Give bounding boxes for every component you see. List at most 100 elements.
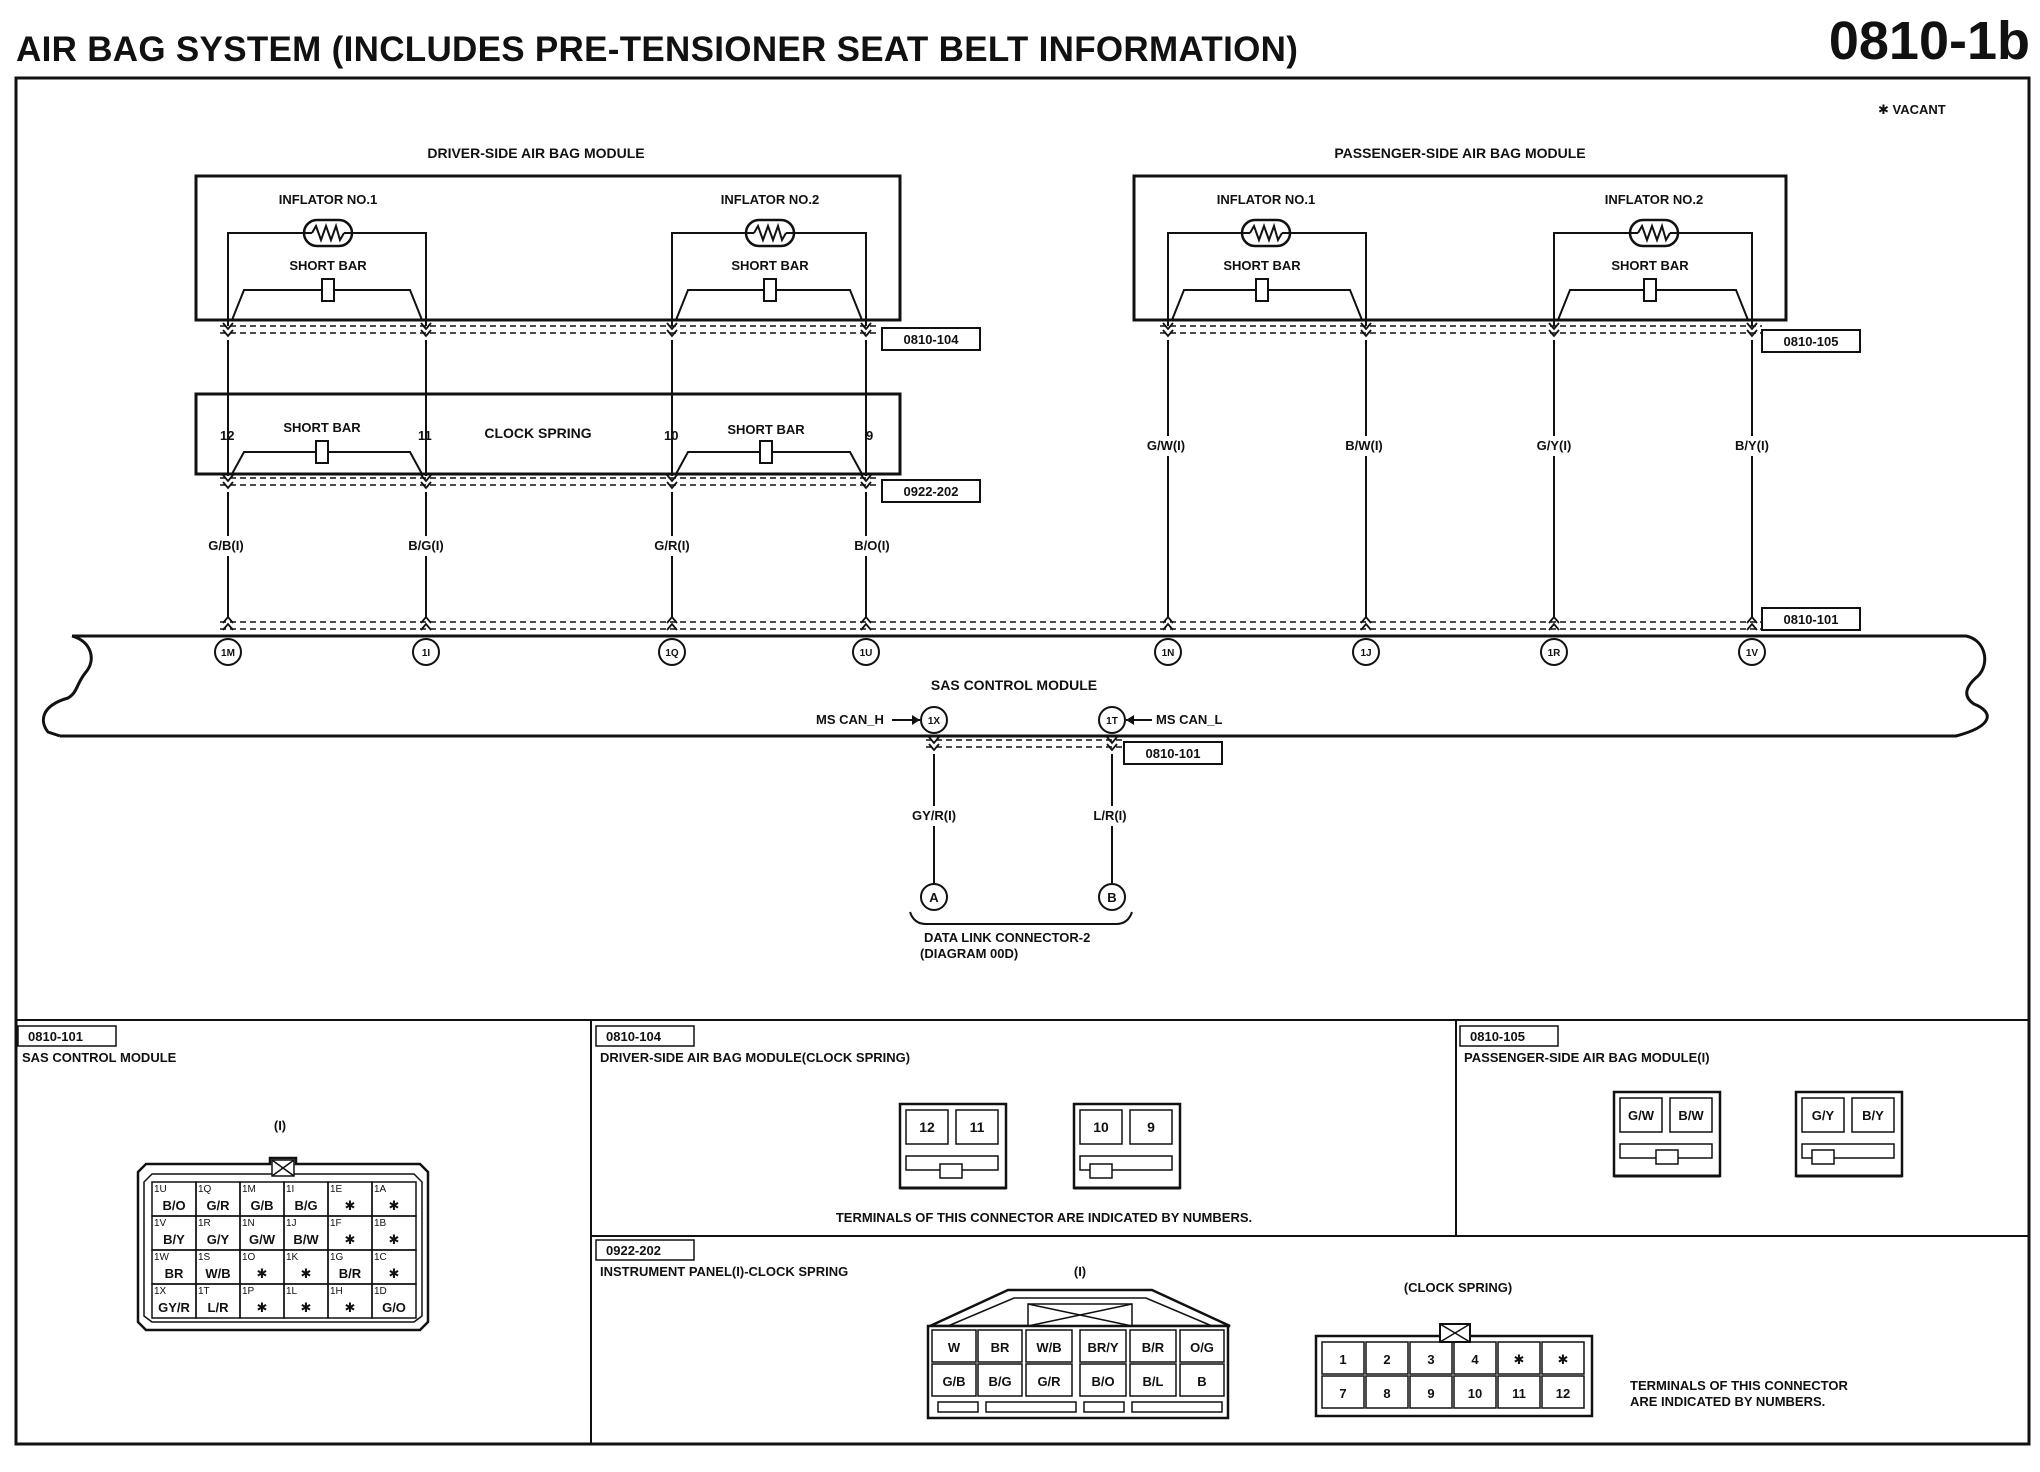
sas-cavity-wire: ✱	[345, 1232, 356, 1247]
passenger-inflator1-label: INFLATOR NO.1	[1217, 192, 1315, 207]
driver-module-title: DRIVER-SIDE AIR BAG MODULE	[427, 145, 644, 161]
cs-cavity	[1497, 1341, 1541, 1375]
sas-cavity-wire: ✱	[301, 1266, 312, 1281]
panel-202-note2: ARE INDICATED BY NUMBERS.	[1630, 1394, 1825, 1409]
sas-pin-1n: 1N	[1162, 648, 1175, 659]
driver-module-box	[194, 174, 902, 322]
dlc-subtitle: (DIAGRAM 00D)	[920, 946, 1018, 961]
cs-cavity-number: 12	[1556, 1386, 1570, 1401]
driver-shortbar1-label: SHORT BAR	[289, 258, 367, 273]
passenger-inflator1-resistor-icon	[1240, 218, 1292, 248]
cs-cavity-number: 10	[1468, 1386, 1482, 1401]
passenger-module-box	[1132, 174, 1788, 322]
cs-cavity	[1365, 1341, 1409, 1375]
cs-cavity	[1541, 1375, 1585, 1409]
cs-cavity	[1409, 1375, 1453, 1409]
sas-cavity-number: 1V	[154, 1218, 167, 1229]
ip-cavity-wire: B	[1197, 1374, 1206, 1389]
cs-cavity-number: 4	[1471, 1352, 1479, 1367]
sas-cavity-wire: BR	[165, 1266, 184, 1281]
sas-pin-1r: 1R	[1548, 648, 1562, 659]
cs-cavity-number: 9	[1427, 1386, 1434, 1401]
driver-shortbar1-icon	[317, 278, 343, 302]
panel-101-title: SAS CONTROL MODULE	[22, 1050, 177, 1065]
clock-spring-shortbar2-label: SHORT BAR	[727, 422, 805, 437]
ip-cavity	[931, 1329, 977, 1363]
cs-cavity	[1541, 1341, 1585, 1375]
ip-cavity-wire: BR	[991, 1340, 1010, 1355]
cs-cavity	[1321, 1375, 1365, 1409]
panel-202-side-cs: (CLOCK SPRING)	[1404, 1280, 1512, 1295]
sas-module-title: SAS CONTROL MODULE	[931, 677, 1097, 693]
dlc-title: DATA LINK CONNECTOR-2	[924, 930, 1090, 945]
sas-cavity-wire: ✱	[345, 1300, 356, 1315]
can-l-pin: 1T	[1106, 716, 1118, 727]
sas-cavity-wire: L/R	[208, 1300, 230, 1315]
panel-104-title: DRIVER-SIDE AIR BAG MODULE(CLOCK SPRING)	[600, 1050, 910, 1065]
cs-cavity	[1453, 1341, 1497, 1375]
sas-cavity-number: 1U	[154, 1184, 167, 1195]
clock-spring-box	[194, 392, 902, 476]
sas-cavity-number: 1B	[374, 1218, 387, 1229]
cs-cavity-number: 7	[1339, 1386, 1346, 1401]
sas-pin-1j: 1J	[1360, 648, 1371, 659]
dlc-pin-b: B	[1107, 890, 1116, 905]
panel-104-note: TERMINALS OF THIS CONNECTOR ARE INDICATE…	[836, 1210, 1252, 1225]
driver-inflator1-label: INFLATOR NO.1	[279, 192, 377, 207]
passenger-shortbar2-icon	[1639, 278, 1665, 302]
sas-cavity-wire: ✱	[257, 1266, 268, 1281]
can-h-label: MS CAN_H	[816, 712, 884, 727]
sas-cavity-number: 1R	[198, 1218, 211, 1229]
driver-conn-pin-12: 12	[919, 1119, 935, 1135]
passenger-shortbar1-label: SHORT BAR	[1223, 258, 1301, 273]
sas-cavity-wire: B/R	[339, 1266, 362, 1281]
sas-cavity-wire: ✱	[389, 1266, 400, 1281]
sas-cavity-wire: G/O	[382, 1300, 406, 1315]
sas-cavity-wire: ✱	[345, 1198, 356, 1213]
cs-cavity-number: 2	[1383, 1352, 1390, 1367]
sas-cavity-number: 1O	[242, 1252, 256, 1263]
sas-cavity-number: 1X	[154, 1286, 167, 1297]
sas-cavity-number: 1T	[198, 1286, 210, 1297]
panel-202-ref: 0922-202	[606, 1243, 661, 1258]
sas-cavity-number: 1F	[330, 1218, 342, 1229]
clock-spring-pin-9: 9	[866, 428, 873, 443]
ip-cavity	[931, 1363, 977, 1397]
passenger-connector-gw-bw	[1612, 1090, 1722, 1178]
panel-101-side: (I)	[274, 1118, 286, 1133]
sas-cavity-number: 1C	[374, 1252, 387, 1263]
sas-connector-ref: 0810-101	[1784, 612, 1839, 627]
sas-connector-face	[136, 1156, 430, 1332]
ip-connector-face	[926, 1288, 1231, 1420]
passenger-conn-pin-by: B/Y	[1862, 1108, 1884, 1123]
cs-cavity	[1497, 1375, 1541, 1409]
passenger-inflator2-label: INFLATOR NO.2	[1605, 192, 1703, 207]
can-connector-ref: 0810-101	[1146, 746, 1201, 761]
clock-spring-connector-ref: 0922-202	[904, 484, 959, 499]
driver-shortbar2-icon	[759, 278, 785, 302]
can-l-label: MS CAN_L	[1156, 712, 1223, 727]
wire-label-by: B/Y(I)	[1735, 438, 1769, 453]
driver-inflator2-label: INFLATOR NO.2	[721, 192, 819, 207]
sas-cavity-number: 1A	[374, 1184, 387, 1195]
driver-shortbar2-label: SHORT BAR	[731, 258, 809, 273]
dlc-pin-a: A	[929, 890, 939, 905]
clock-spring-shortbar1-label: SHORT BAR	[283, 420, 361, 435]
sas-cavity-wire: B/W	[293, 1232, 319, 1247]
panel-101-ref: 0810-101	[28, 1029, 83, 1044]
passenger-connector-ref: 0810-105	[1784, 334, 1839, 349]
sas-cavity-wire: G/W	[249, 1232, 276, 1247]
ip-cavity-wire: W/B	[1036, 1340, 1061, 1355]
sas-cavity-wire: G/B	[250, 1198, 273, 1213]
wire-label-gr: G/R(I)	[654, 538, 689, 553]
sas-cavity-number: 1G	[330, 1252, 344, 1263]
sas-cavity-number: 1D	[374, 1286, 387, 1297]
cs-cavity	[1365, 1375, 1409, 1409]
wire-label-lr: L/R(I)	[1093, 808, 1126, 823]
passenger-shortbar1-icon	[1251, 278, 1277, 302]
sas-cavity-wire: ✱	[257, 1300, 268, 1315]
sas-cavity-wire: B/Y	[163, 1232, 185, 1247]
sas-cavity-number: 1E	[330, 1184, 343, 1195]
cs-cavity	[1453, 1375, 1497, 1409]
